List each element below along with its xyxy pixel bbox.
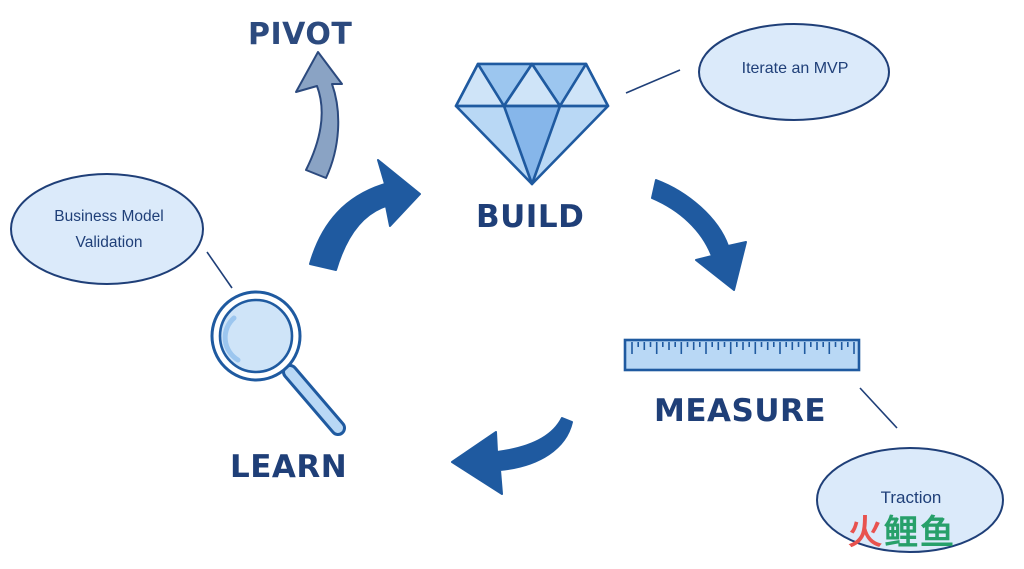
mvp-bubble [698,23,890,121]
pivot-label: PIVOT [248,17,353,52]
watermark-char-3: 鱼 [920,513,956,553]
traction-bubble-text: Traction [880,488,942,507]
watermark-char-2: 鲤 [884,513,920,553]
watermark-logo: 火鲤鱼 [848,516,956,550]
watermark-char-1: 火 [848,513,884,553]
ruler-icon [623,338,861,372]
traction-callout-line [859,387,898,429]
learn-label: LEARN [230,449,348,485]
business-model-bubble [10,173,204,285]
traction-bubble [816,447,1004,553]
business-model-bubble-text: Business Model Validation [14,204,204,256]
learn-to-build-arrow [309,159,421,271]
mvp-callout-line [625,69,681,94]
magnifier-icon [210,290,346,436]
measure-label: MEASURE [654,393,827,429]
pivot-arrow [295,51,343,179]
build-to-measure-arrow [651,179,747,291]
business-model-callout-line [206,251,233,289]
build-label: BUILD [476,199,585,235]
business-model-line-1: Business Model [54,208,164,225]
diamond-icon [454,62,610,186]
measure-to-learn-arrow [451,417,573,495]
business-model-line-2: Validation [75,234,143,251]
mvp-bubble-text: Iterate an MVP [741,60,849,77]
